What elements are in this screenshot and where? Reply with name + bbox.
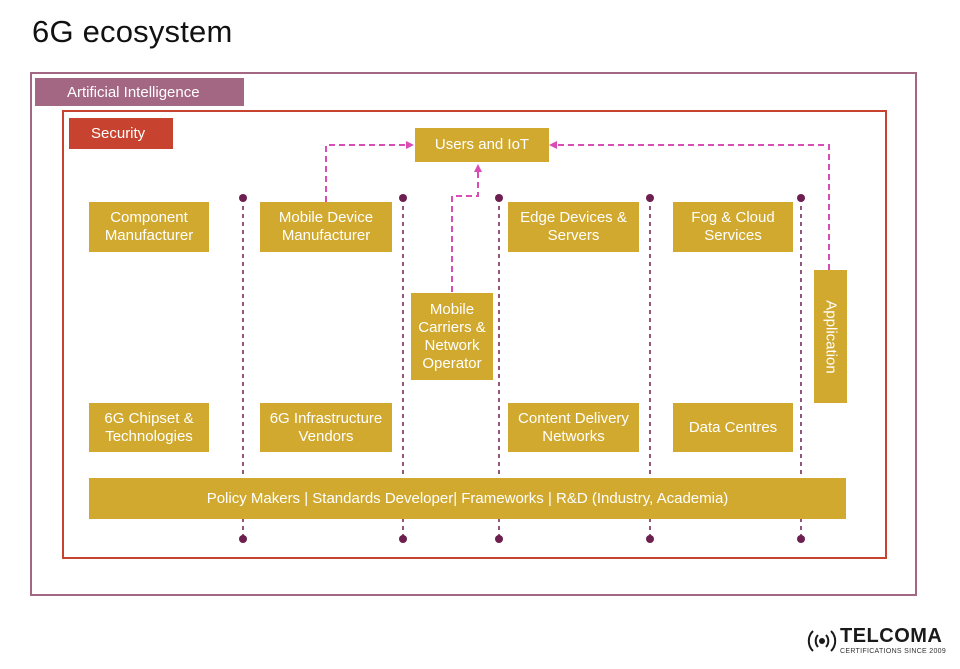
divider-dot bbox=[797, 535, 805, 543]
security-layer-frame bbox=[62, 110, 887, 559]
application-box: Application bbox=[814, 270, 847, 403]
signal-icon bbox=[807, 629, 837, 652]
ai-layer-label: Artificial Intelligence bbox=[35, 78, 244, 106]
arrow-application-to-users bbox=[549, 141, 830, 270]
mobile-device-manufacturer-box: Mobile Device Manufacturer bbox=[260, 202, 392, 252]
divider-dot bbox=[399, 535, 407, 543]
logo-name: TELCOMA bbox=[840, 625, 943, 647]
page-title: 6G ecosystem bbox=[32, 14, 233, 49]
divider-dot bbox=[495, 535, 503, 543]
users-iot-box: Users and IoT bbox=[415, 128, 549, 162]
fog-cloud-services-box: Fog & Cloud Services bbox=[673, 202, 793, 252]
telcoma-logo: TELCOMA CERTIFICATIONS SINCE 2009 bbox=[804, 626, 946, 655]
divider-dot bbox=[399, 194, 407, 202]
arrow-device-to-users bbox=[325, 141, 414, 202]
security-layer-label: Security bbox=[69, 118, 173, 149]
divider-dot bbox=[239, 194, 247, 202]
ai-layer-frame bbox=[30, 72, 917, 596]
divider-dot bbox=[646, 535, 654, 543]
logo-tagline: CERTIFICATIONS SINCE 2009 bbox=[840, 648, 947, 655]
arrow-carriers-to-users bbox=[451, 164, 482, 292]
content-delivery-networks-box: Content Delivery Networks bbox=[508, 403, 639, 452]
divider-dot bbox=[495, 194, 503, 202]
edge-devices-servers-box: Edge Devices & Servers bbox=[508, 202, 639, 252]
divider-dot bbox=[797, 194, 805, 202]
divider-dot bbox=[646, 194, 654, 202]
data-centres-box: Data Centres bbox=[673, 403, 793, 452]
policy-makers-bar: Policy Makers | Standards Developer| Fra… bbox=[89, 478, 846, 519]
mobile-carriers-box: Mobile Carriers & Network Operator bbox=[411, 293, 493, 380]
application-label: Application bbox=[822, 299, 840, 374]
divider-dot bbox=[239, 535, 247, 543]
infrastructure-vendors-box: 6G Infrastructure Vendors bbox=[260, 403, 392, 452]
chipset-technologies-box: 6G Chipset & Technologies bbox=[89, 403, 209, 452]
component-manufacturer-box: Component Manufacturer bbox=[89, 202, 209, 252]
